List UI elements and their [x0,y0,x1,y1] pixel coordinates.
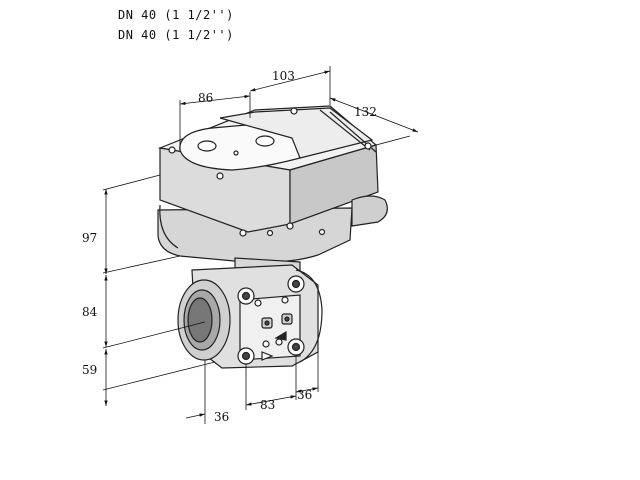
dim-bottom-center: 83 [260,398,275,412]
dim-body-upper-height: 84 [82,305,98,319]
dim-body-lower-height: 59 [82,363,97,377]
dim-actuator-height: 97 [82,231,97,245]
header-line-2: DN 40 (1 1/2'') [118,28,234,42]
dim-top-depth: 103 [272,69,295,83]
dim-bottom-left: 36 [214,410,229,424]
dim-side-depth: 132 [354,105,377,119]
dim-bottom-right: 36 [297,388,312,402]
valve-body [177,257,323,369]
dimension-annotations: 86 103 132 97 84 59 36 83 36 [82,66,419,424]
header-line-1: DN 40 (1 1/2'') [118,8,234,22]
actuator [157,105,388,263]
dim-top-width: 86 [198,91,213,105]
